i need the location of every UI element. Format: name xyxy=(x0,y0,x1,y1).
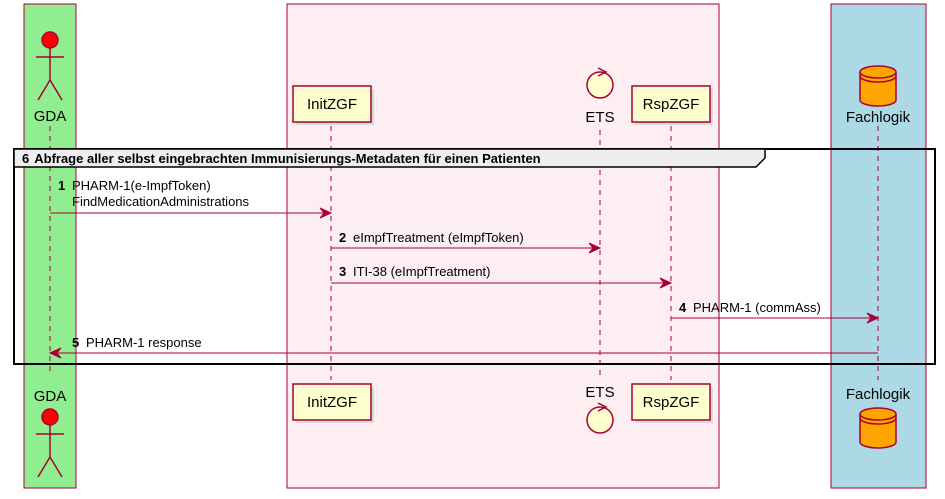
message-4: 4 PHARM-1 (commAss) xyxy=(671,300,880,324)
svg-text:RspZGF: RspZGF xyxy=(643,96,700,113)
fachlogik-database-icon-bottom xyxy=(859,407,897,449)
gda-actor-icon-top xyxy=(36,31,64,101)
message-2: 2 eImpfTreatment (eImpfToken) xyxy=(331,230,602,254)
svg-text:InitZGF: InitZGF xyxy=(307,96,357,113)
svg-text:InitZGF: InitZGF xyxy=(307,394,357,411)
svg-text:1: 1 xyxy=(58,178,65,193)
initzgf-participant-top: InitZGF xyxy=(292,85,374,125)
gda-label-bottom: GDA xyxy=(34,388,67,405)
svg-text:4: 4 xyxy=(679,300,687,315)
message-5: 5 PHARM-1 response xyxy=(48,335,878,359)
svg-text:RspZGF: RspZGF xyxy=(643,394,700,411)
svg-text:5: 5 xyxy=(72,335,79,350)
message-1: 1 PHARM-1(e-ImpfToken) FindMedicationAdm… xyxy=(50,178,333,219)
svg-text:2: 2 xyxy=(339,230,346,245)
svg-text:FindMedicationAdministrations: FindMedicationAdministrations xyxy=(72,194,250,209)
ets-label-top: ETS xyxy=(585,109,614,126)
ets-control-icon-bottom xyxy=(586,402,614,434)
svg-text:ITI-38 (eImpfTreatment): ITI-38 (eImpfTreatment) xyxy=(353,264,491,279)
gda-label-top: GDA xyxy=(34,108,67,125)
svg-text:3: 3 xyxy=(339,264,346,279)
fachlogik-label-bottom: Fachlogik xyxy=(846,386,911,403)
svg-text:PHARM-1(e-ImpfToken): PHARM-1(e-ImpfToken) xyxy=(72,178,211,193)
message-3: 3 ITI-38 (eImpfTreatment) xyxy=(331,264,673,289)
initzgf-participant-bottom: InitZGF xyxy=(292,383,374,423)
fachlogik-label-top: Fachlogik xyxy=(846,109,911,126)
svg-text:eImpfTreatment (eImpfToken): eImpfTreatment (eImpfToken) xyxy=(353,230,524,245)
svg-text:PHARM-1 (commAss): PHARM-1 (commAss) xyxy=(693,300,821,315)
ets-control-icon-top xyxy=(586,67,614,99)
gda-actor-icon-bottom xyxy=(36,408,64,478)
rspzgf-participant-top: RspZGF xyxy=(631,85,713,125)
ets-label-bottom: ETS xyxy=(585,384,614,401)
svg-text:PHARM-1 response: PHARM-1 response xyxy=(86,335,202,350)
rspzgf-participant-bottom: RspZGF xyxy=(631,383,713,423)
fachlogik-database-icon-top xyxy=(859,65,897,107)
group-frame-tab xyxy=(13,148,766,168)
